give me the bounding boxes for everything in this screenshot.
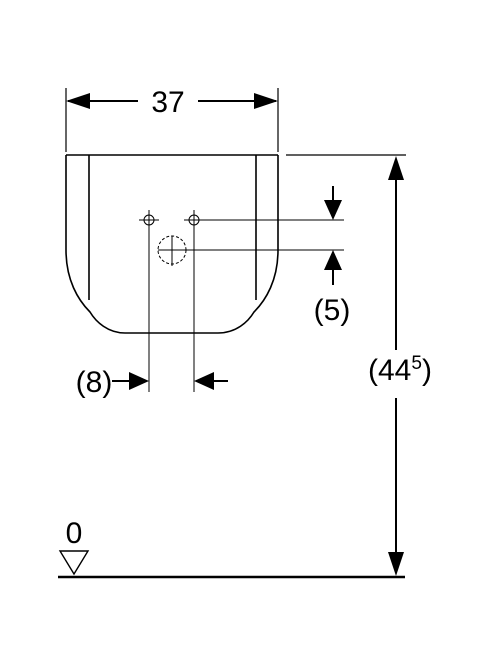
- offset-arrow-bottom: [324, 250, 342, 270]
- offset-arrow-top: [324, 200, 342, 220]
- width-dimension: [65, 88, 279, 152]
- bidet-outline: [65, 154, 279, 334]
- width-arrow-right: [254, 93, 278, 109]
- height-arrow-top: [388, 156, 404, 180]
- total-height-label-close: ): [422, 354, 432, 387]
- height-arrow-bottom: [388, 552, 404, 576]
- width-label: 37: [151, 86, 184, 119]
- total-height-label-sup: 5: [411, 353, 422, 374]
- total-height-label: (445): [368, 353, 432, 387]
- width-arrow-left: [66, 93, 90, 109]
- hole-vertical-offset-label: (5): [314, 294, 351, 327]
- fixing-holes: [139, 210, 344, 392]
- floor-level-label: 0: [66, 517, 83, 550]
- offset-arrow-left: [129, 372, 149, 390]
- offset-arrow-right: [194, 372, 214, 390]
- total-height-label-main: (44: [368, 354, 411, 387]
- hole-vertical-offset-dimension: [324, 186, 342, 285]
- hole-horizontal-offset-dimension: [112, 372, 228, 390]
- floor-level-triangle-icon: [58, 550, 90, 576]
- bidet-outer-body: [65, 155, 279, 334]
- floor-level: [58, 550, 405, 579]
- total-height-dimension: [286, 154, 406, 576]
- hole-horizontal-offset-label: (8): [76, 366, 113, 399]
